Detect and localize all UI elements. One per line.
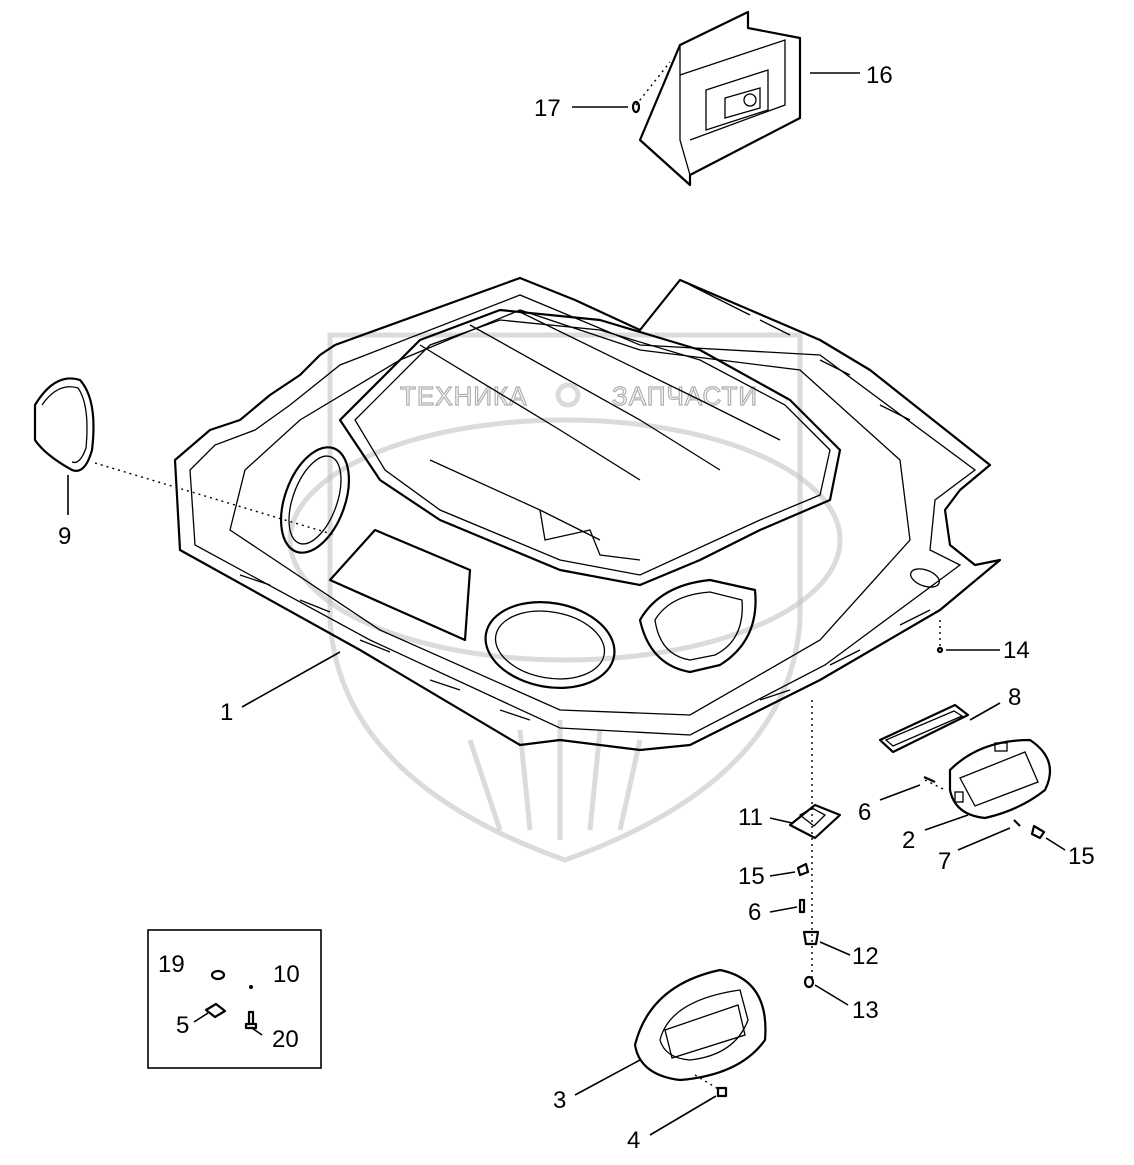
- callout-3: 3: [553, 1087, 566, 1114]
- callout-9: 9: [58, 523, 71, 550]
- part-4-screw: [716, 1086, 728, 1098]
- callout-5: 5: [176, 1012, 189, 1039]
- part-7-clip: [1013, 819, 1021, 827]
- part-5-nut: [204, 1002, 227, 1019]
- part-6-screw-right: [923, 775, 936, 784]
- callout-19: 19: [158, 951, 185, 978]
- leader-lines: [67, 72, 1066, 1136]
- watermark-oval: [287, 417, 843, 663]
- front-right-opening: [638, 578, 757, 674]
- callout-8: 8: [1008, 684, 1021, 711]
- callout-4: 4: [627, 1127, 640, 1154]
- callout-17: 17: [534, 95, 561, 122]
- part-15-nut-center: [796, 862, 810, 877]
- callout-6-right: 6: [858, 799, 871, 826]
- callout-11: 11: [738, 804, 763, 831]
- callout-labels: 17 16 9 1 14 8 6 2 7 15 11 15 6 12 13 3 …: [58, 62, 1095, 1154]
- front-oval-opening: [484, 601, 616, 689]
- watermark: ТЕХНИКА ЗАПЧАСТИ: [287, 332, 843, 863]
- part-11-bracket: [788, 803, 842, 840]
- callout-10: 10: [273, 961, 300, 988]
- part-6-screw-center: [798, 898, 806, 914]
- part-10-rivet: [249, 985, 253, 989]
- part-15-nut-right: [1030, 824, 1046, 840]
- part-1-headliner: [173, 276, 1002, 752]
- callout-20: 20: [272, 1026, 299, 1053]
- part-8-gasket: [878, 703, 970, 754]
- part-16-bracket: [638, 10, 802, 187]
- callout-15-right: 15: [1068, 843, 1095, 870]
- inset-box: [147, 929, 322, 1069]
- watermark-wheat: [467, 720, 643, 840]
- part-3-lamp: [633, 968, 767, 1082]
- callout-16: 16: [866, 62, 893, 89]
- callout-7: 7: [938, 848, 951, 875]
- watermark-gear-icon: [555, 382, 581, 408]
- callout-14: 14: [1003, 637, 1030, 664]
- part-13-plug: [803, 975, 815, 989]
- left-oval-opening: [280, 446, 350, 554]
- callout-6-center: 6: [748, 899, 761, 926]
- part-9-cover: [33, 377, 95, 472]
- part-12-lamp-socket: [802, 930, 820, 946]
- part-20-screw: [244, 1010, 258, 1030]
- part-19-washer: [210, 969, 226, 981]
- callout-12: 12: [852, 943, 879, 970]
- callout-13: 13: [852, 997, 879, 1024]
- part-2-lamp-housing: [948, 738, 1052, 820]
- callout-15-center: 15: [738, 863, 765, 890]
- part-17-rivet: [631, 100, 641, 114]
- callout-1: 1: [220, 699, 233, 726]
- watermark-right-text: ЗАПЧАСТИ: [612, 381, 758, 411]
- watermark-left-text: ТЕХНИКА: [400, 381, 528, 411]
- callout-2: 2: [902, 827, 915, 854]
- part-14-clip: [936, 646, 944, 654]
